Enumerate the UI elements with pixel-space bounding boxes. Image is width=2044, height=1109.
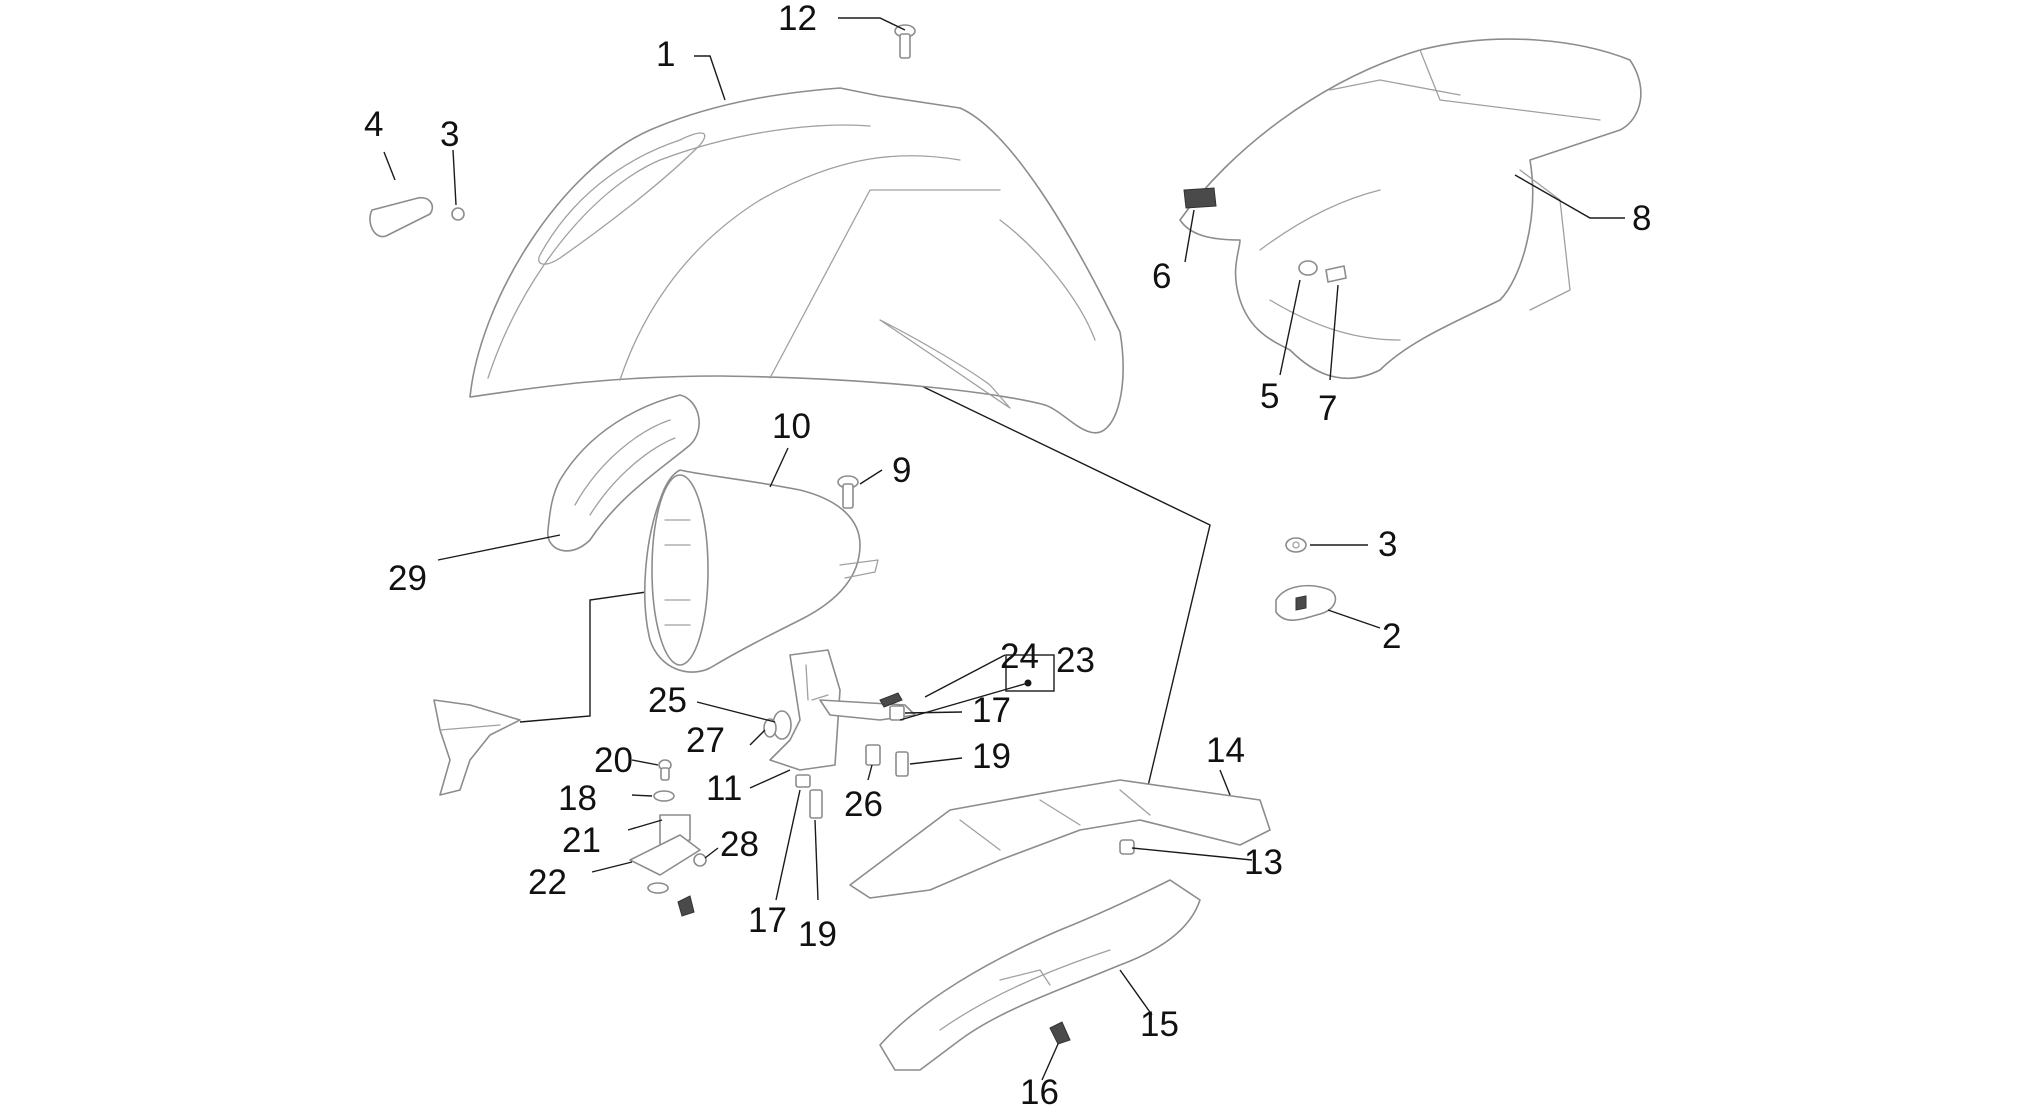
label-19b: 19 bbox=[798, 915, 837, 954]
label-17b: 17 bbox=[748, 901, 787, 940]
part-16-screw bbox=[1049, 1021, 1071, 1045]
fender-line-right bbox=[999, 219, 1096, 341]
part-27-spacer bbox=[763, 718, 777, 738]
part-19-pin-a bbox=[895, 751, 909, 777]
part-28-nut bbox=[693, 853, 707, 867]
label-leaders bbox=[383, 17, 1625, 1081]
label-26: 26 bbox=[844, 785, 883, 824]
label-10: 10 bbox=[772, 407, 811, 446]
label-25: 25 bbox=[648, 681, 687, 720]
part-2-bracket bbox=[1275, 584, 1337, 621]
label-5: 5 bbox=[1260, 377, 1279, 416]
label-9: 9 bbox=[892, 451, 911, 490]
label-29: 29 bbox=[388, 559, 427, 598]
part-8-rear-fender bbox=[1179, 38, 1642, 380]
label-24: 24 bbox=[1000, 637, 1039, 676]
part-17-pin-a bbox=[889, 705, 905, 721]
label-28: 28 bbox=[720, 825, 759, 864]
label-23: 23 bbox=[1056, 641, 1095, 680]
label-22: 22 bbox=[528, 863, 567, 902]
fender-line-inner bbox=[619, 155, 961, 381]
part-7-screw bbox=[1325, 265, 1347, 283]
fender-shell bbox=[469, 87, 1124, 434]
label-21: 21 bbox=[562, 821, 601, 860]
part-17-pin-b bbox=[795, 774, 811, 788]
fender-hatch bbox=[879, 319, 1011, 409]
label-4: 4 bbox=[364, 105, 383, 144]
part-13-nut bbox=[1119, 839, 1135, 855]
fender-line-outer bbox=[487, 124, 871, 379]
part-18-washer bbox=[653, 790, 675, 802]
label-6: 6 bbox=[1152, 257, 1171, 296]
part-1-front-fender bbox=[469, 87, 1124, 434]
label-17a: 17 bbox=[972, 691, 1011, 730]
part-5-washer bbox=[1298, 260, 1318, 276]
label-16: 16 bbox=[1020, 1073, 1059, 1109]
part-3-washer-top bbox=[451, 207, 465, 221]
label-8: 8 bbox=[1632, 199, 1651, 238]
label-11: 11 bbox=[706, 769, 742, 808]
label-27: 27 bbox=[686, 721, 725, 760]
label-19a: 19 bbox=[972, 737, 1011, 776]
callout-labels: 1 12 4 3 8 6 5 7 10 9 29 3 2 24 23 25 17… bbox=[364, 0, 1651, 1109]
fender-window bbox=[538, 132, 706, 265]
part-26-nut bbox=[865, 744, 881, 766]
part-3-washer-right bbox=[1285, 537, 1307, 553]
part-10-headlamp-housing bbox=[644, 469, 879, 673]
part-20-bolt bbox=[658, 759, 672, 781]
part-19-pin-b bbox=[809, 789, 823, 819]
part-6-reflector bbox=[1183, 187, 1217, 209]
headlamp-bracket-left bbox=[433, 699, 521, 796]
label-13: 13 bbox=[1244, 843, 1283, 882]
label-7: 7 bbox=[1318, 389, 1337, 428]
label-14: 14 bbox=[1206, 731, 1245, 770]
part-22-plate bbox=[629, 834, 701, 917]
fender-line-mid bbox=[769, 189, 1001, 379]
part-15-support bbox=[879, 879, 1201, 1071]
label-18: 18 bbox=[558, 779, 597, 818]
part-4-bracket bbox=[369, 196, 434, 238]
label-15: 15 bbox=[1140, 1005, 1179, 1044]
part-29-trim-ring bbox=[547, 394, 700, 552]
label-1: 1 bbox=[656, 35, 675, 74]
part-14-frame-bracket bbox=[849, 779, 1271, 899]
label-20: 20 bbox=[594, 741, 633, 780]
part-9-screw bbox=[837, 475, 859, 509]
label-3b: 3 bbox=[1378, 525, 1397, 564]
label-3: 3 bbox=[440, 115, 459, 154]
part-11-mount-bracket bbox=[769, 649, 841, 771]
label-2: 2 bbox=[1382, 617, 1401, 656]
label-12: 12 bbox=[778, 0, 817, 38]
